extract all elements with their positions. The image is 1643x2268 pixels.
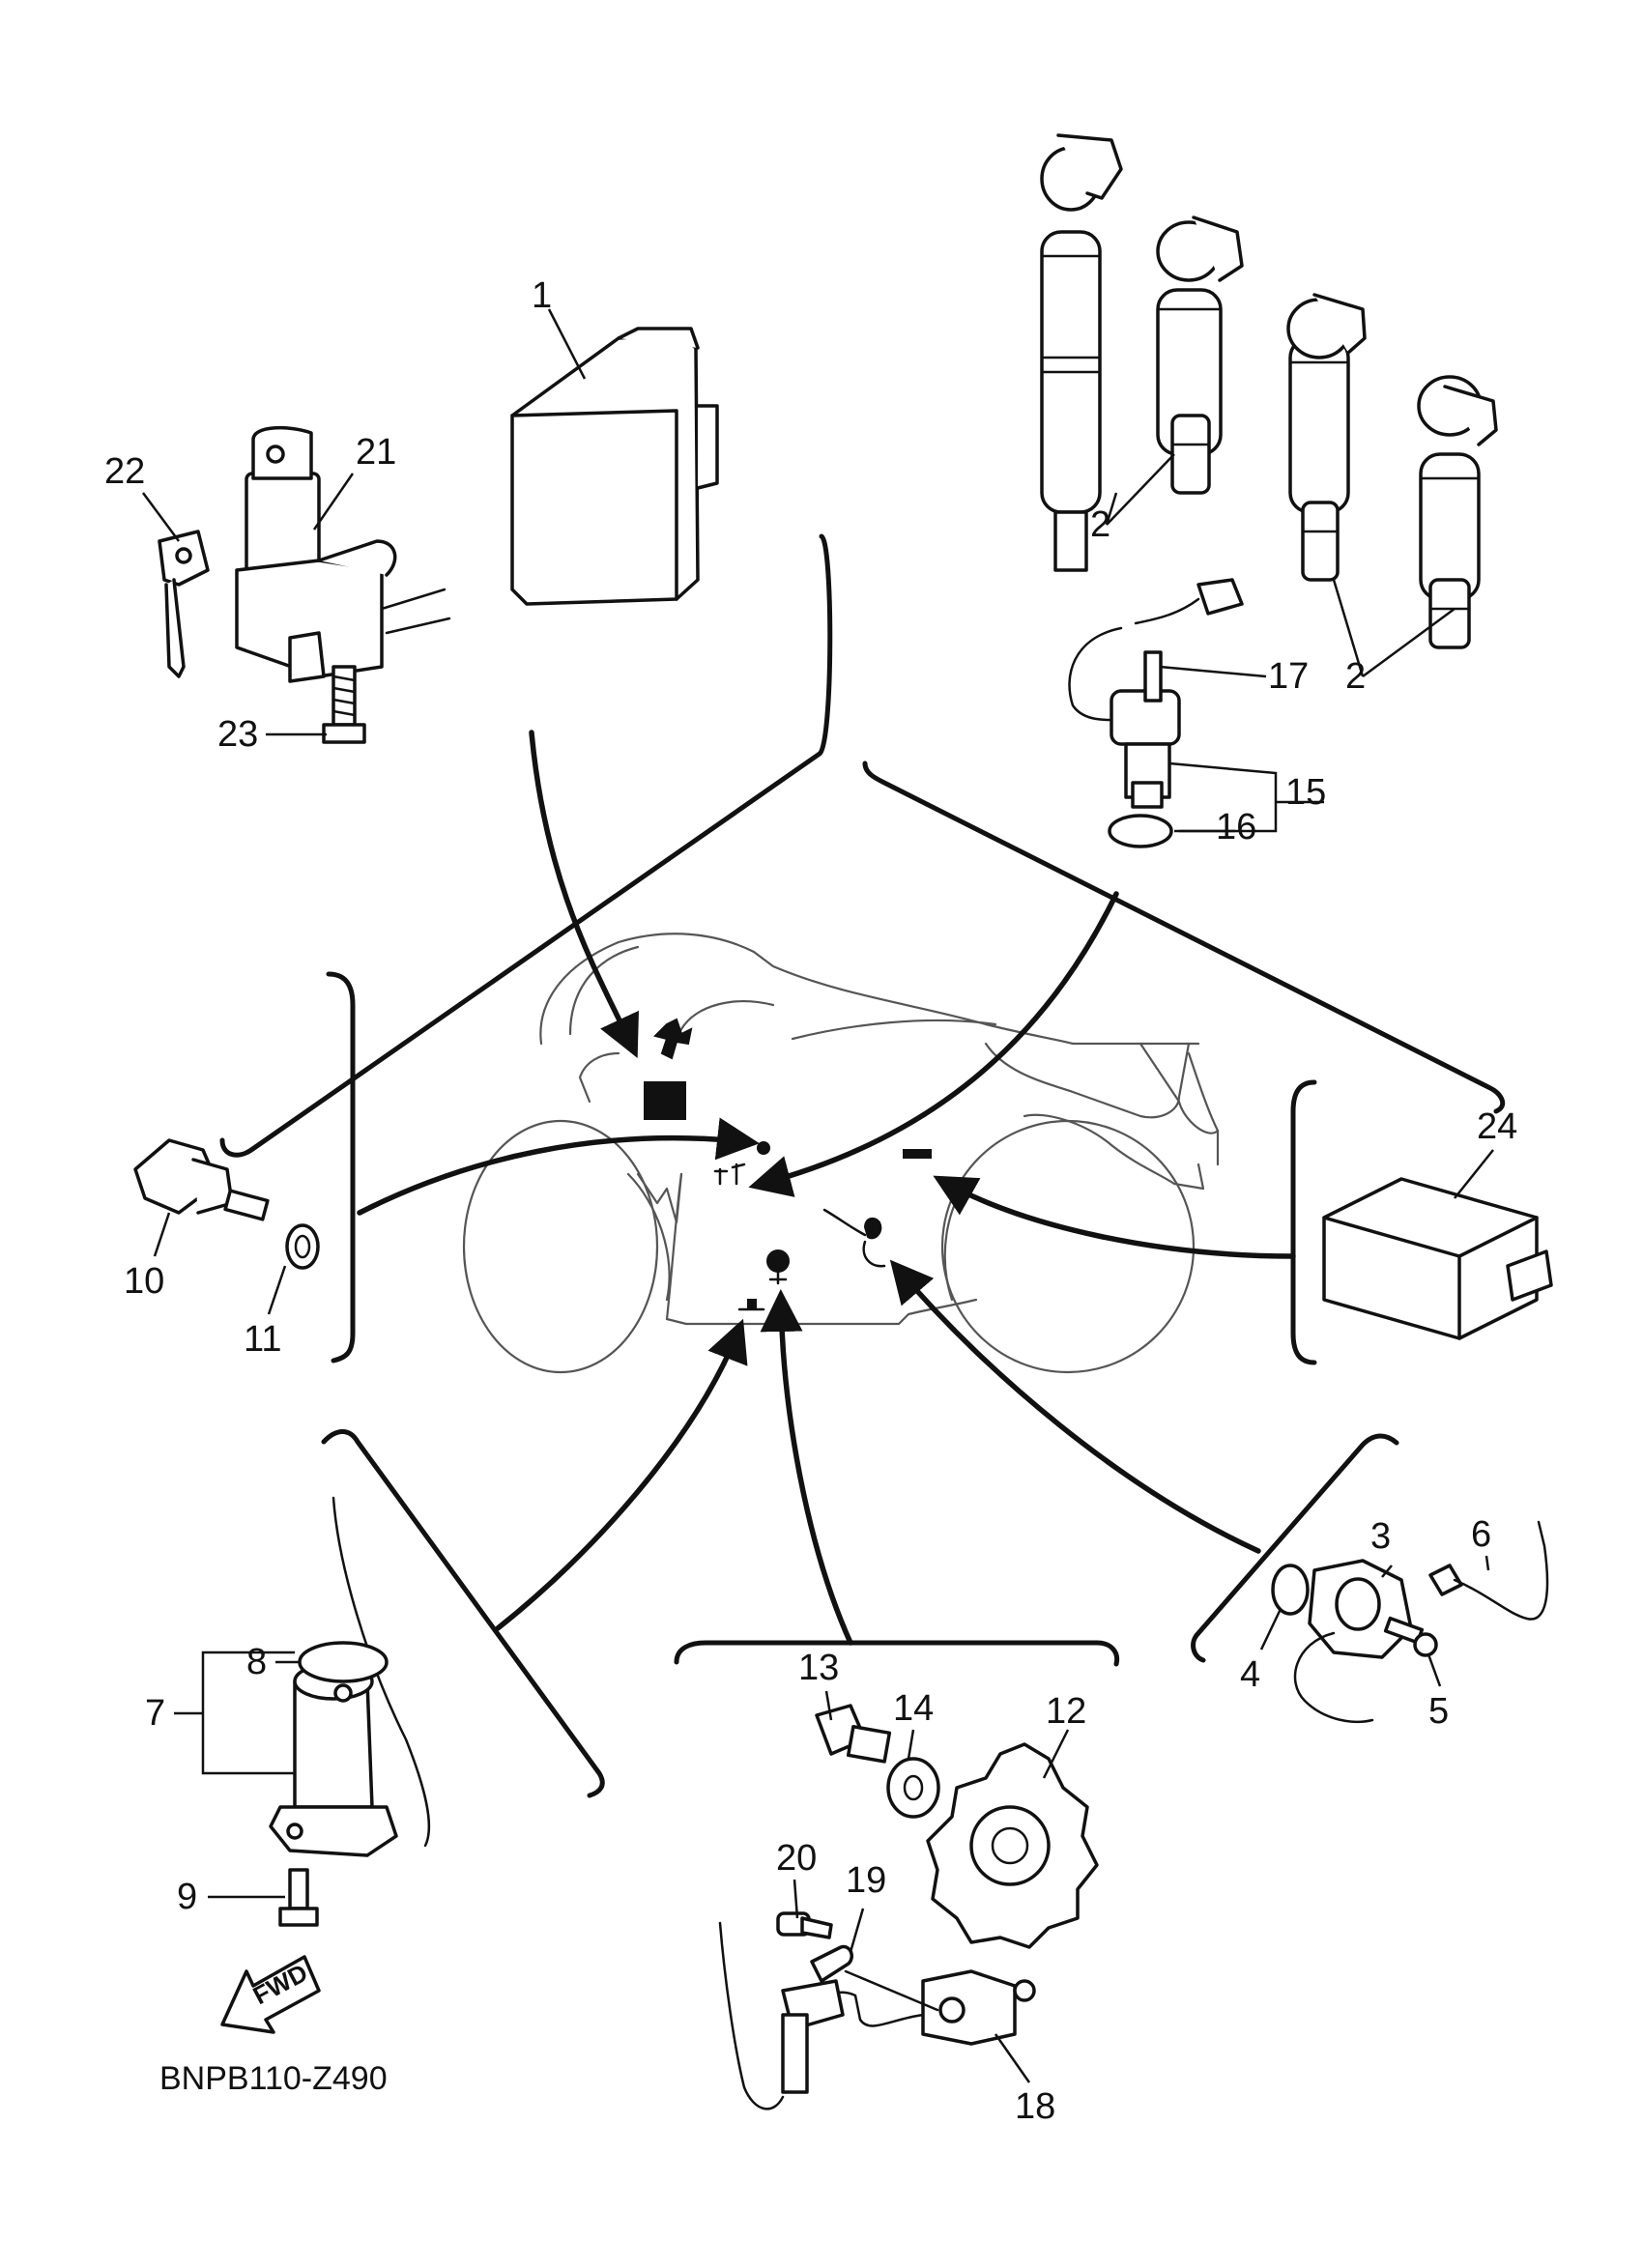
leader-lines: [141, 308, 1494, 2083]
coupler-harness: [718, 1921, 845, 2110]
arrow-right-to-relay: [933, 1175, 1296, 1259]
callout-24: 24: [1477, 1106, 1517, 1147]
callout-18: 18: [1015, 2086, 1055, 2127]
callout-3: 3: [1370, 1516, 1391, 1557]
callout-11: 11: [244, 1319, 281, 1360]
speed-sensor-location-marker: [863, 1217, 882, 1240]
relay-location-marker: [903, 1149, 932, 1159]
bracket-bottom-left: [321, 1429, 605, 1798]
sensor-location-marker: [757, 1141, 770, 1155]
sidestand-location-marker: [766, 1249, 790, 1273]
sprocket-12: [926, 1742, 1099, 1949]
callout-5: 5: [1428, 1691, 1449, 1732]
gear-sensor-bolt-20: [776, 1911, 833, 1939]
callout-7: 7: [145, 1693, 165, 1734]
callout-12: 12: [1046, 1691, 1086, 1732]
switch-location-marker: [653, 1018, 693, 1060]
callout-13: 13: [798, 1648, 839, 1688]
sprocket-bolt-13: [815, 1704, 892, 1764]
gear-position-sensor-18: [824, 1969, 1036, 2046]
arrow-left-to-temp-sensor: [357, 1117, 760, 1216]
group-brackets: [219, 533, 1506, 1798]
diagram-reference-code: BNPB110-Z490: [159, 2060, 388, 2097]
clamp-19: [810, 1944, 853, 1983]
ecu-location-marker: [644, 1081, 686, 1120]
callout-21: 21: [356, 432, 396, 473]
arrow-bottom-right-to-sensor: [889, 1259, 1261, 1554]
arrow-bottom-left-to-actuator: [495, 1318, 748, 1631]
callout-19: 19: [846, 1860, 886, 1901]
location-markers: [644, 1018, 932, 1311]
ignition-coil-4: [1417, 375, 1498, 649]
connector-arrows: [357, 730, 1296, 1646]
actuator-o-ring-8: [298, 1641, 389, 1683]
bracket-top-right: [862, 761, 1506, 1114]
relay-unit: [1322, 1177, 1553, 1340]
callout-15: 15: [1285, 772, 1326, 813]
ignition-coil-1: [1040, 133, 1123, 572]
speed-sensor-3: [1293, 1559, 1413, 1724]
ecu-unit: [510, 327, 719, 606]
crank-position-sensor: [1068, 578, 1244, 809]
lead-wire-6: [1428, 1520, 1549, 1621]
callout-2-upper: 2: [1090, 504, 1110, 545]
callout-23: 23: [217, 714, 258, 755]
ignition-coil-2: [1156, 215, 1244, 495]
callout-22: 22: [104, 451, 145, 492]
callout-labels: 1 2 2 3 4 5 6 7 8 9 10 11 12 13 14 15 16…: [104, 275, 1517, 2127]
callout-9: 9: [177, 1877, 197, 1917]
main-switch-assembly: [235, 425, 451, 683]
bracket-bottom-center: [674, 1640, 1120, 1667]
temperature-sensor: [133, 1138, 270, 1221]
bracket-left: [326, 971, 356, 1364]
gear-sensor-location-marker: [747, 1299, 757, 1310]
ignition-key: [158, 530, 210, 678]
arrow-top-left-to-ecu: [529, 730, 639, 1058]
callout-14: 14: [893, 1688, 934, 1729]
callout-20: 20: [776, 1838, 817, 1879]
callout-4: 4: [1240, 1654, 1260, 1695]
callout-2-lower: 2: [1345, 656, 1366, 697]
callout-8: 8: [246, 1642, 267, 1682]
callout-17: 17: [1268, 656, 1309, 697]
washer-14: [886, 1757, 940, 1819]
bracket-top-left: [219, 533, 833, 1158]
fwd-arrow-icon: FWD: [220, 1955, 321, 2034]
callout-1: 1: [532, 275, 552, 316]
screw-5: [1383, 1616, 1438, 1657]
o-ring-4: [1271, 1564, 1310, 1616]
sealing-washer-11: [285, 1223, 320, 1270]
motorcycle-outline: [462, 933, 1220, 1374]
callout-16: 16: [1216, 807, 1256, 847]
actuator-bolt-9: [278, 1868, 319, 1927]
mounting-bolt-23: [322, 665, 366, 744]
ignition-coil-3: [1286, 293, 1367, 582]
arrow-bottom-center-to-gear: [760, 1289, 853, 1646]
sensor-o-ring-16: [1108, 814, 1173, 848]
bracket-bottom-right: [1191, 1433, 1399, 1663]
callout-10: 10: [124, 1261, 164, 1302]
arrow-top-right-to-coils: [748, 891, 1119, 1197]
callout-6: 6: [1471, 1514, 1491, 1555]
bracket-right: [1290, 1079, 1317, 1365]
